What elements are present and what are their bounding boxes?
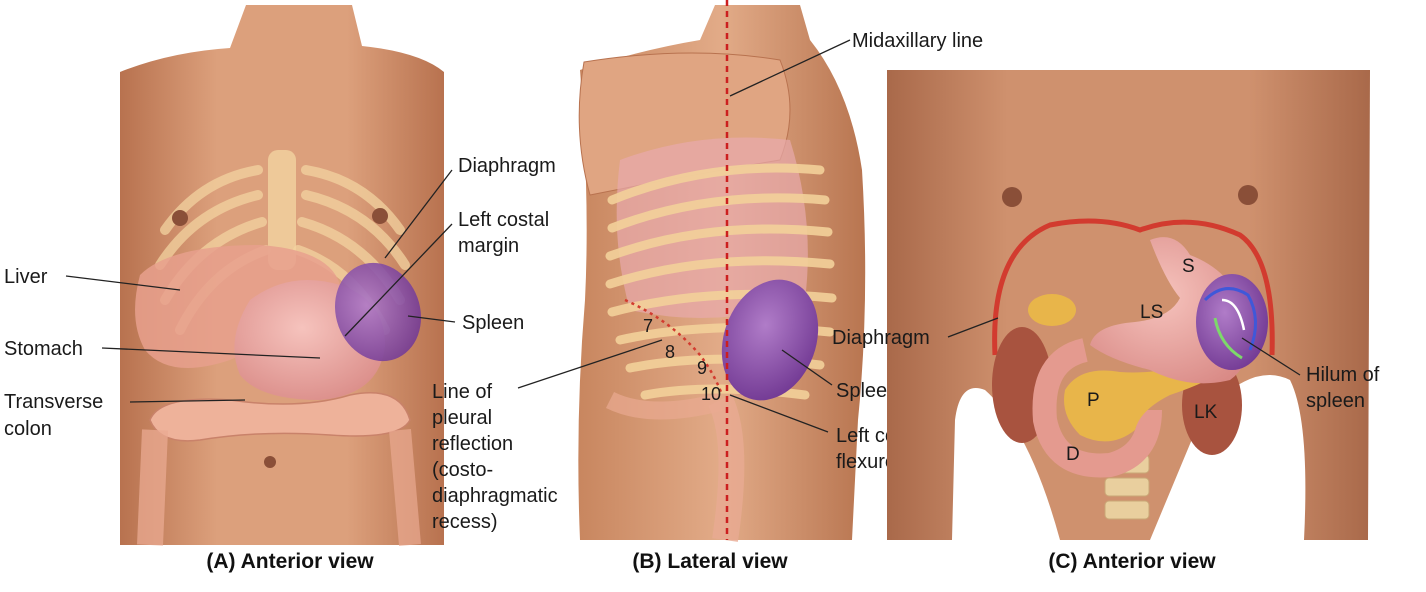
hilum-outline-blue bbox=[1203, 287, 1257, 351]
nipple-left-a bbox=[172, 210, 188, 226]
pleural-reflection-line bbox=[624, 298, 724, 396]
leader-spleen-a bbox=[407, 315, 456, 323]
label-diaphragm-a: Diaphragm bbox=[458, 155, 556, 177]
rib-number-8: 8 bbox=[665, 342, 675, 362]
panel-c: S LS P LK D Diaphragm Hilum of spleen (C… bbox=[832, 70, 1380, 573]
label-costal-2: margin bbox=[458, 235, 519, 257]
label-liver: Liver bbox=[4, 266, 48, 288]
rib-number-9: 9 bbox=[697, 358, 707, 378]
liver-a bbox=[135, 245, 340, 368]
label-pleural-5: diaphragmatic bbox=[432, 485, 558, 507]
label-midaxillary: Midaxillary line bbox=[852, 30, 983, 52]
hilum-outline-green bbox=[1213, 317, 1243, 360]
label-stomach: Stomach bbox=[4, 338, 83, 360]
colon-b bbox=[708, 394, 745, 542]
sternum-a bbox=[268, 150, 296, 270]
spleen-a bbox=[334, 262, 422, 362]
descending-colon-a bbox=[389, 429, 421, 546]
duodenum-c bbox=[1032, 338, 1162, 478]
leader-transverse bbox=[129, 399, 246, 403]
label-spleen-a: Spleen bbox=[462, 312, 524, 334]
leader-stomach bbox=[101, 347, 321, 359]
label-lk: LK bbox=[1194, 402, 1218, 423]
label-costal-1: Left costal bbox=[458, 209, 549, 231]
leader-liver bbox=[65, 275, 181, 291]
label-s: S bbox=[1182, 256, 1195, 277]
label-ls: LS bbox=[1140, 302, 1163, 323]
label-pleural-3: reflection bbox=[432, 433, 513, 455]
leader-diaphragm-c bbox=[947, 317, 999, 338]
label-d: D bbox=[1066, 444, 1080, 465]
label-transverse-1: Transverse bbox=[4, 391, 103, 413]
leader-hilum bbox=[1241, 337, 1301, 376]
leader-pleural bbox=[517, 339, 663, 389]
caption-a: (A) Anterior view bbox=[206, 550, 374, 573]
leader-spleen-b bbox=[781, 349, 833, 386]
leader-colic bbox=[729, 394, 829, 433]
adrenal-c bbox=[1028, 294, 1076, 326]
diaphragm-c bbox=[992, 218, 1275, 356]
panel-b: 7 8 9 10 Midaxillary line Line of pleura… bbox=[432, 0, 983, 573]
label-pleural-4: (costo- bbox=[432, 459, 493, 481]
label-pleural-1: Line of bbox=[432, 381, 492, 403]
nipple-right-c bbox=[1238, 185, 1258, 205]
label-transverse-2: colon bbox=[4, 418, 52, 440]
caption-b: (B) Lateral view bbox=[632, 550, 788, 573]
rib-number-10: 10 bbox=[701, 384, 721, 404]
label-spleen-b: Spleen bbox=[836, 380, 898, 402]
label-hilum-1: Hilum of bbox=[1306, 364, 1380, 386]
label-pleural-6: recess) bbox=[432, 511, 498, 533]
caption-c: (C) Anterior view bbox=[1048, 550, 1216, 573]
nipple-right-a bbox=[372, 208, 388, 224]
panel-a: Liver Stomach Transverse colon Diaphragm… bbox=[4, 5, 556, 573]
label-p: P bbox=[1087, 390, 1100, 411]
ascending-colon-a bbox=[137, 429, 168, 546]
rib-number-7: 7 bbox=[643, 316, 653, 336]
leader-midaxillary bbox=[729, 39, 851, 97]
label-pleural-2: pleural bbox=[432, 407, 492, 429]
hilum-outline-white bbox=[1221, 298, 1246, 331]
label-hilum-2: spleen bbox=[1306, 390, 1365, 412]
leader-diaphragm-a bbox=[384, 169, 453, 259]
label-colic-2: flexure bbox=[836, 451, 896, 473]
label-diaphragm-c: Diaphragm bbox=[832, 327, 930, 349]
leader-costal bbox=[344, 223, 453, 337]
colon-b-left bbox=[605, 391, 723, 420]
navel-a bbox=[264, 456, 276, 468]
nipple-left-c bbox=[1002, 187, 1022, 207]
spleen-b bbox=[721, 279, 819, 401]
